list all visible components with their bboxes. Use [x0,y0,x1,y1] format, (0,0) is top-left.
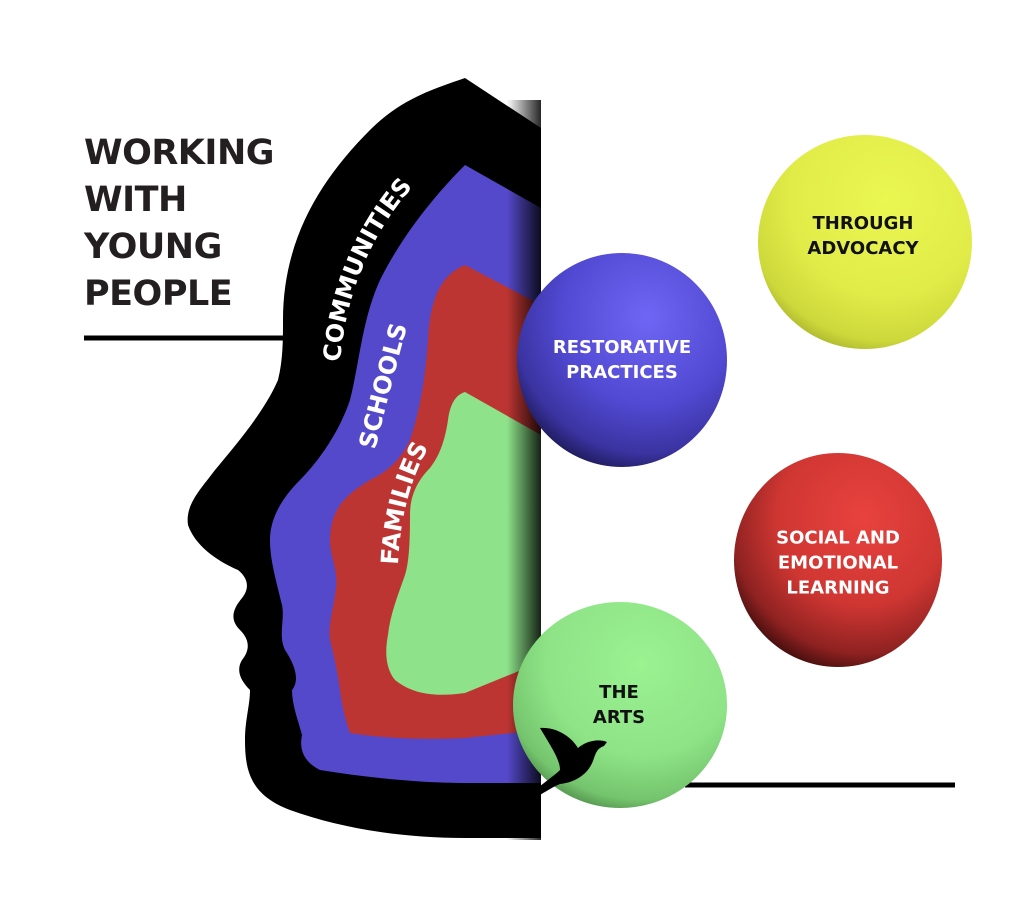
ball-label-sel: SOCIAL AND EMOTIONAL LEARNING [776,526,900,601]
title-line: WORKING [84,133,274,173]
page-title: WORKING WITH YOUNG PEOPLE [84,130,274,318]
ball-label-line: ARTS [592,707,646,728]
ball-label-line: ADVOCACY [807,238,919,259]
ball-advocacy [758,135,972,349]
ball-label-arts: THE ARTS [593,680,645,730]
ball-restorative [517,253,727,467]
title-line: WITH [84,180,187,220]
ball-label-line: SOCIAL AND [776,527,900,549]
ball-sel [734,453,942,667]
title-line: PEOPLE [84,274,233,314]
ball-label-line: THROUGH [812,213,914,234]
dove-icon [535,727,607,795]
ball-label-line: LEARNING [786,577,890,599]
ball-label-line: EMOTIONAL [777,552,899,574]
ball-label-line: RESTORATIVE [552,337,692,358]
ball-label-restorative: RESTORATIVE PRACTICES [553,335,691,385]
ball-label-advocacy: THROUGH ADVOCACY [807,211,918,261]
ball-label-line: PRACTICES [566,362,678,383]
title-line: YOUNG [84,227,222,267]
ball-label-line: THE [599,682,639,703]
